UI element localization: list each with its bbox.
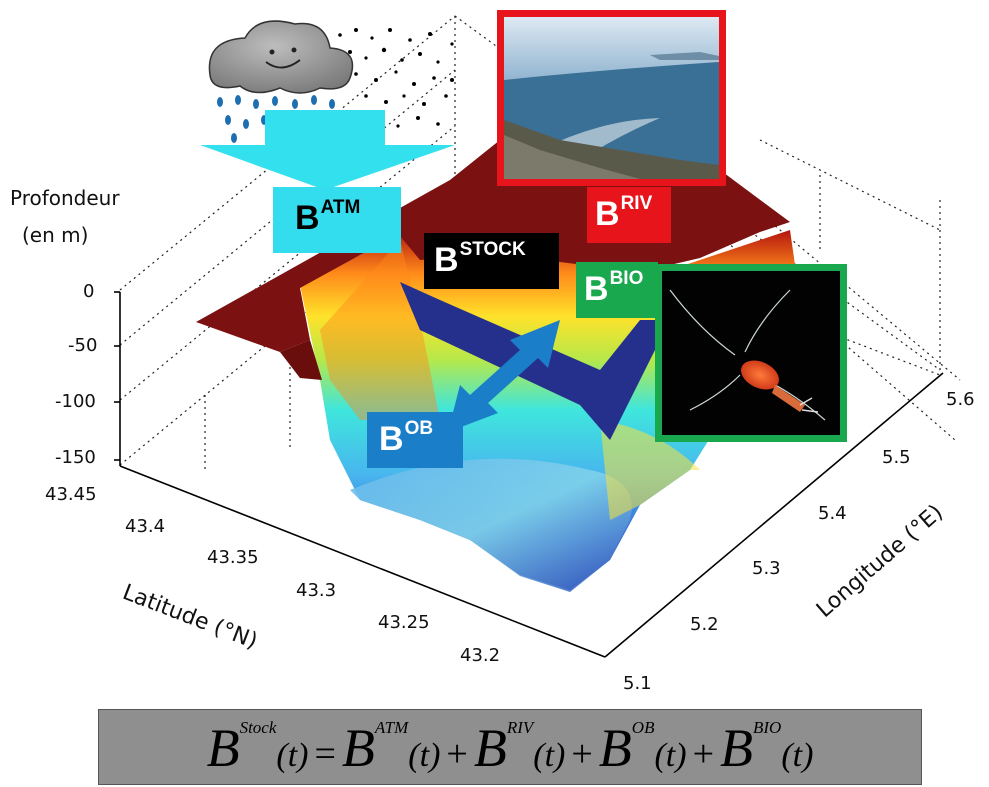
atm-arrow — [200, 110, 455, 190]
flux-stock-sup: STOCK — [459, 239, 526, 260]
flux-atm-base: B — [295, 199, 320, 237]
eq-plus: + — [446, 733, 468, 775]
longitude-tick: 5.4 — [818, 503, 847, 524]
depth-tick: 0 — [83, 281, 95, 302]
equation-box: BStock(t) = BATM(t) + BRIV(t) + BOB(t) +… — [98, 709, 922, 785]
latitude-tick: 43.4 — [125, 516, 166, 537]
axes — [114, 291, 944, 658]
eq-term-sup: BIO — [753, 718, 782, 737]
longitude-tick: 5.2 — [690, 614, 719, 635]
flux-tag-ob: BOB — [367, 412, 463, 468]
eq-term-base: B — [341, 718, 375, 778]
eq-term-arg: (t) — [408, 737, 441, 774]
flux-tag-riv: BRIV — [587, 187, 671, 243]
eq-plus: + — [692, 733, 714, 775]
flux-tag-atm: BATM — [273, 187, 401, 253]
depth-tick: -100 — [55, 391, 96, 412]
depth-axis-label-line2: (en m) — [22, 223, 89, 247]
longitude-tick: 5.3 — [752, 558, 781, 579]
latitude-tick: 43.2 — [460, 645, 501, 666]
stock-arrow — [400, 282, 670, 440]
flux-atm-sup: ATM — [320, 197, 361, 218]
flux-riv-base: B — [595, 195, 620, 233]
longitude-tick: 5.6 — [946, 389, 975, 410]
eq-term-arg: (t) — [654, 737, 687, 774]
rain-cloud-icon — [208, 20, 354, 94]
flux-tag-stock: BSTOCK — [424, 233, 559, 289]
aerosol-dots-icon — [338, 28, 454, 128]
eq-equals: = — [314, 733, 336, 775]
longitude-tick: 5.5 — [882, 447, 911, 468]
latitude-tick: 43.3 — [296, 580, 337, 601]
flux-tag-bio: BBIO — [576, 262, 658, 318]
eq-term-base: B — [720, 718, 753, 778]
coastal-photo — [497, 10, 726, 186]
ob-double-arrow — [448, 320, 560, 432]
flux-bio-base: B — [584, 270, 609, 308]
eq-lhs-arg: (t) — [276, 737, 309, 774]
depth-axis-label-line1: Profondeur — [10, 186, 120, 210]
eq-plus: + — [571, 733, 593, 775]
flux-bio-sup: BIO — [609, 268, 644, 289]
eq-term-arg: (t) — [533, 737, 566, 774]
flux-riv-sup: RIV — [620, 193, 653, 214]
latitude-tick: 43.45 — [45, 484, 97, 505]
copepod-photo — [655, 264, 847, 442]
flux-stock-base: B — [434, 241, 459, 279]
longitude-tick: 5.1 — [623, 673, 652, 694]
budget-equation: BStock(t) = BATM(t) + BRIV(t) + BOB(t) +… — [99, 710, 921, 784]
eq-term-sup: ATM — [374, 718, 409, 737]
latitude-tick: 43.25 — [378, 612, 430, 633]
eq-lhs-sup: Stock — [239, 718, 277, 737]
flux-ob-base: B — [379, 420, 404, 458]
latitude-tick: 43.35 — [207, 547, 259, 568]
eq-lhs-base: B — [206, 718, 240, 778]
depth-tick: -50 — [68, 335, 98, 356]
depth-tick: -150 — [55, 447, 96, 468]
eq-term-sup: RIV — [506, 718, 534, 737]
eq-term-base: B — [598, 718, 632, 778]
eq-term-base: B — [473, 718, 507, 778]
eq-term-sup: OB — [631, 718, 655, 737]
eq-term-arg: (t) — [781, 737, 814, 774]
flux-ob-sup: OB — [404, 418, 434, 439]
